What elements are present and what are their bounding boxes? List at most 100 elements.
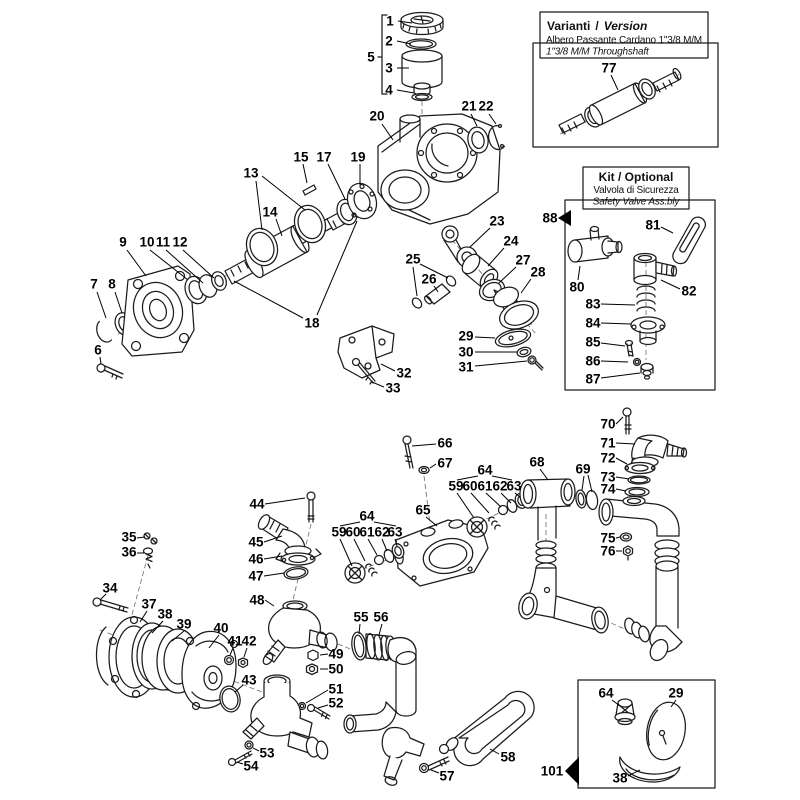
leader-line-74 xyxy=(615,488,627,492)
part-label-43: 43 xyxy=(241,673,257,688)
part-label-54: 54 xyxy=(243,759,259,774)
leader-line-58 xyxy=(489,748,500,755)
leader-line-34 xyxy=(99,593,107,601)
part-label-40: 40 xyxy=(213,621,228,636)
leader-line-43 xyxy=(234,684,244,693)
leader-line-69 xyxy=(587,474,593,493)
spares-kit-box xyxy=(565,679,716,789)
leader-line-64 xyxy=(456,475,479,481)
part-label-82: 82 xyxy=(681,284,696,299)
leader-line-61 xyxy=(485,492,502,508)
part-label-28: 28 xyxy=(530,265,546,280)
part-label-7: 7 xyxy=(90,277,98,292)
part-label-47: 47 xyxy=(248,569,263,584)
leader-line-53 xyxy=(252,747,260,752)
part-label-75: 75 xyxy=(600,531,616,546)
left-pump-head-drawing xyxy=(92,532,249,713)
part-label-24: 24 xyxy=(503,234,519,249)
leader-line-18 xyxy=(316,220,358,316)
part-label-8: 8 xyxy=(108,277,116,292)
part-label-64: 64 xyxy=(359,509,375,524)
part-label-63: 63 xyxy=(387,525,403,540)
part-label-19: 19 xyxy=(350,150,365,165)
leader-line-57 xyxy=(430,769,440,774)
part-label-87: 87 xyxy=(585,372,600,387)
part-label-57: 57 xyxy=(439,769,454,784)
leader-line-87 xyxy=(600,372,641,379)
part-label-66: 66 xyxy=(437,436,453,451)
leader-line-25 xyxy=(412,266,418,297)
leader-line-11 xyxy=(165,249,204,284)
part-label-58: 58 xyxy=(500,750,516,765)
part-label-80: 80 xyxy=(569,280,584,295)
leader-line-38 xyxy=(151,620,164,634)
kit-pointer-arrow xyxy=(558,210,571,226)
part-label-88: 88 xyxy=(542,211,558,226)
part-label-61: 61 xyxy=(359,525,375,540)
leader-line-17 xyxy=(327,163,346,200)
part-label-1: 1 xyxy=(386,14,394,29)
part-label-13: 13 xyxy=(243,166,259,181)
leader-line-73 xyxy=(615,476,630,480)
part-label-86: 86 xyxy=(585,354,601,369)
part-label-81: 81 xyxy=(645,218,661,233)
leader-line-4 xyxy=(396,89,415,94)
leader-line-24 xyxy=(487,247,505,267)
leader-line-81 xyxy=(660,226,674,234)
leader-line-54 xyxy=(236,761,244,765)
leader-line-10 xyxy=(149,249,189,281)
suction-fitting-column-drawing xyxy=(257,491,338,720)
part-label-35: 35 xyxy=(121,530,137,545)
leader-line-70 xyxy=(615,416,624,425)
leader-line-15 xyxy=(302,163,308,184)
part-label-68: 68 xyxy=(529,455,545,470)
leader-line-46 xyxy=(263,555,283,560)
part-label-46: 46 xyxy=(248,552,264,567)
part-label-23: 23 xyxy=(489,214,505,229)
kit-box-subtitle-it: Valvola di Sicurezza xyxy=(593,185,679,196)
variants-inset-box xyxy=(532,11,719,148)
part-label-64: 64 xyxy=(598,686,614,701)
leader-line-14 xyxy=(275,218,283,237)
part-label-17: 17 xyxy=(316,150,331,165)
leader-line-32 xyxy=(380,363,396,372)
inset-box-texts: Varianti/Version Albero Passante Cardano… xyxy=(546,19,702,208)
part-label-30: 30 xyxy=(458,345,473,360)
part-label-10: 10 xyxy=(139,235,154,250)
leader-line-51 xyxy=(305,689,329,704)
right-manifold-drawing xyxy=(518,407,688,662)
leader-line-60 xyxy=(353,538,366,562)
part-label-49: 49 xyxy=(328,647,343,662)
leader-line-63 xyxy=(394,538,398,547)
part-label-69: 69 xyxy=(575,462,590,477)
part-label-48: 48 xyxy=(249,593,265,608)
part-label-59: 59 xyxy=(331,525,346,540)
part-label-85: 85 xyxy=(585,335,601,350)
part-label-73: 73 xyxy=(600,470,616,485)
part-label-6: 6 xyxy=(94,343,102,358)
leader-line-7 xyxy=(96,291,107,319)
leader-line-33 xyxy=(371,381,385,388)
part-label-27: 27 xyxy=(515,253,530,268)
leader-line-39 xyxy=(171,630,185,642)
part-label-101: 101 xyxy=(541,764,564,779)
leader-line-77 xyxy=(610,74,619,91)
leader-line-35 xyxy=(136,536,146,539)
part-label-60: 60 xyxy=(462,479,477,494)
leader-line-18 xyxy=(233,280,304,319)
part-label-29: 29 xyxy=(458,329,473,344)
leader-line-85 xyxy=(600,342,626,347)
safety-valve-drawing xyxy=(567,216,706,380)
leader-line-61 xyxy=(367,538,378,556)
leader-line-80 xyxy=(577,265,581,281)
part-label-65: 65 xyxy=(415,503,431,518)
leader-line-42 xyxy=(243,647,248,658)
leader-line-21 xyxy=(470,113,478,127)
leader-line-6 xyxy=(99,356,102,365)
lower-valve-housing-drawing xyxy=(227,674,329,767)
leader-line-55 xyxy=(358,623,361,635)
leader-line-59 xyxy=(339,538,353,567)
part-label-12: 12 xyxy=(172,235,187,250)
variants-box-title: Varianti/Version xyxy=(547,19,647,33)
